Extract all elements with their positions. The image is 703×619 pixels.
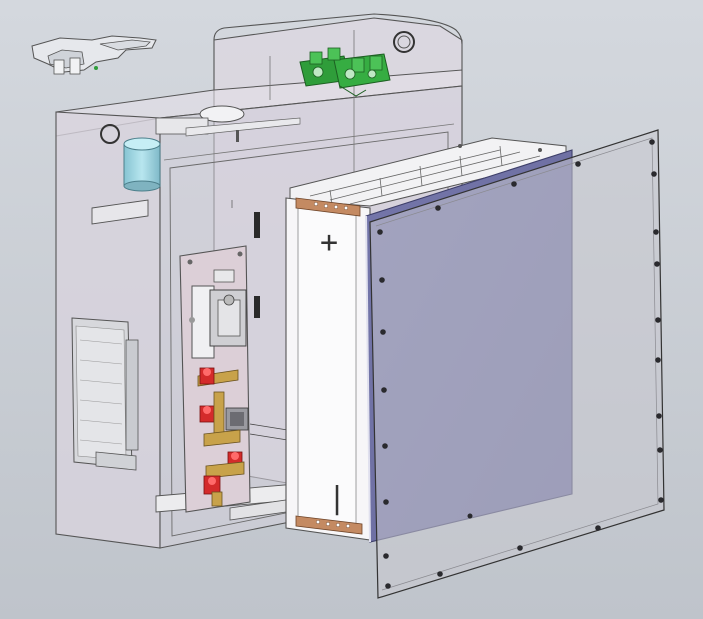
terminal-red-4 — [203, 475, 221, 495]
panel-bolts — [377, 139, 664, 589]
front-panel — [369, 129, 665, 599]
cell-module: + | — [285, 137, 567, 541]
positive-polarity-mark: + — [320, 225, 338, 260]
vent-cap — [123, 137, 161, 192]
loose-latch-part — [31, 35, 157, 75]
green-connector-block — [299, 47, 391, 97]
terminal-red-1 — [199, 367, 215, 385]
terminal-red-2 — [199, 405, 215, 423]
negative-polarity-mark: | — [328, 481, 346, 516]
power-terminals — [197, 200, 301, 507]
